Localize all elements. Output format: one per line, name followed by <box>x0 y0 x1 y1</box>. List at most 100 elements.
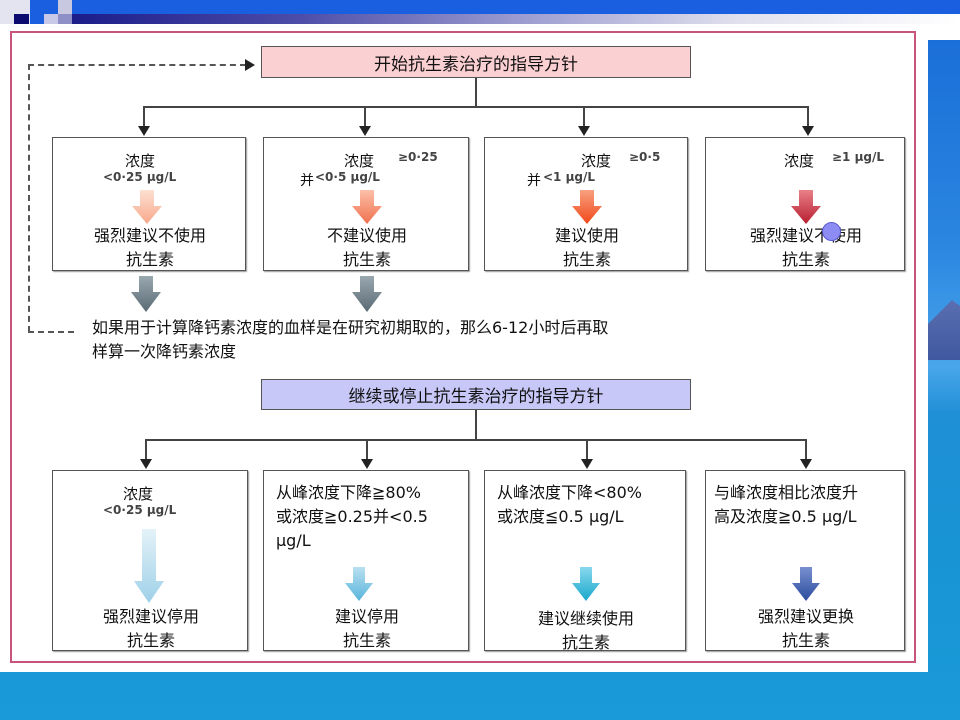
result-text: 建议停用 抗生素 <box>264 605 470 653</box>
condition-line-1: 从峰浓度下降<80% <box>497 483 642 502</box>
note-line-2: 样算一次降钙素浓度 <box>92 342 237 361</box>
start-box-1: 浓度 <0·25 μg/L 强烈建议不使用 抗生素 <box>52 137 246 271</box>
resample-note: 如果用于计算降钙素浓度的血样是在研究初期取的，那么6-12小时后再取 样算一次降… <box>92 316 608 364</box>
cursor-pointer-dot <box>822 222 841 241</box>
condition-label: 浓度 <box>581 152 612 170</box>
result-line-1: 建议使用 <box>554 226 619 245</box>
result-text: 强烈建议不使用 抗生素 <box>53 224 247 272</box>
grey-arrow-down-icon <box>352 276 382 312</box>
start-box-2: 浓度 ≥0·25 并 <0·5 μg/L 不建议使用 抗生素 <box>263 137 469 271</box>
continue-box-4: 与峰浓度相比浓度升 高及浓度≧0.5 μg/L 强烈建议更换 抗生素 <box>705 470 905 651</box>
result-line-1: 不建议使用 <box>326 226 407 245</box>
loop-dashed-bottom <box>28 331 74 333</box>
continue-box-3: 从峰浓度下降<80% 或浓度≦0.5 μg/L 建议继续使用 抗生素 <box>484 470 686 652</box>
condition-text: 从峰浓度下降<80% 或浓度≦0.5 μg/L <box>497 481 642 529</box>
result-line-1: 强烈建议更换 <box>757 607 854 626</box>
continue-header-text: 继续或停止抗生素治疗的指导方针 <box>348 387 604 407</box>
result-line-2: 抗生素 <box>781 631 830 650</box>
condition-label: 浓度 <box>123 485 154 503</box>
connector-line <box>805 439 807 459</box>
condition-label: 浓度 <box>344 152 375 170</box>
result-line-2: 抗生素 <box>342 631 391 650</box>
connector-line <box>364 106 366 126</box>
start-box-3: 浓度 ≥0·5 并 <1 μg/L 建议使用 抗生素 <box>484 137 688 271</box>
loop-dashed-left <box>28 64 30 332</box>
result-text: 建议继续使用 抗生素 <box>485 607 687 655</box>
arrow-down-icon <box>132 190 162 224</box>
arrow-down-icon <box>572 567 600 601</box>
connector-line <box>807 106 809 126</box>
condition-line-3: μg/L <box>276 531 311 550</box>
arrow-down-icon <box>791 190 821 224</box>
loop-dashed-top <box>28 64 246 66</box>
continue-box-1: 浓度 <0·25 μg/L 强烈建议停用 抗生素 <box>52 470 248 651</box>
arrow-down-icon <box>578 126 590 136</box>
condition-value: <0·25 μg/L <box>103 503 177 517</box>
condition-label: 浓度 <box>784 152 815 170</box>
arrow-down-icon <box>581 459 593 469</box>
connector-line <box>143 106 145 126</box>
result-text: 强烈建议停用 抗生素 <box>53 605 249 653</box>
condition-line-2: 高及浓度≧0.5 μg/L <box>714 507 857 526</box>
note-line-1: 如果用于计算降钙素浓度的血样是在研究初期取的，那么6-12小时后再取 <box>92 318 609 337</box>
result-line-2: 抗生素 <box>781 250 830 269</box>
connector-line <box>475 410 477 440</box>
connector-line <box>143 106 809 108</box>
result-line-1: 建议继续使用 <box>537 609 634 628</box>
continue-box-2: 从峰浓度下降≧80% 或浓度≧0.25并<0.5 μg/L 建议停用 抗生素 <box>263 470 469 651</box>
loop-arrowhead-icon <box>245 59 255 71</box>
decor-square <box>14 14 29 24</box>
result-line-2: 抗生素 <box>126 631 175 650</box>
connector-line <box>145 439 147 459</box>
condition-line-1: 从峰浓度下降≧80% <box>276 483 421 502</box>
result-line-1: 强烈建议不使用 <box>93 226 206 245</box>
start-guideline-header: 开始抗生素治疗的指导方针 <box>261 46 691 78</box>
condition-threshold: ≥0·5 <box>629 150 661 164</box>
arrow-down-icon <box>134 529 164 603</box>
condition-prefix: 并 <box>300 173 314 189</box>
arrow-down-icon <box>140 459 152 469</box>
arrow-down-icon <box>572 190 602 224</box>
result-text: 不建议使用 抗生素 <box>264 224 470 272</box>
arrow-down-icon <box>792 567 820 601</box>
connector-line <box>583 106 585 126</box>
condition-prefix: 并 <box>527 173 541 189</box>
condition-threshold: ≥1 μg/L <box>832 150 885 164</box>
condition-line-2: 或浓度≦0.5 μg/L <box>497 507 624 526</box>
decor-square <box>44 14 58 24</box>
condition-value: <0·5 μg/L <box>315 170 380 184</box>
top-decor-bar <box>0 0 960 14</box>
start-box-4: 浓度 ≥1 μg/L 强烈建议不使用 抗生素 <box>705 137 905 271</box>
result-text: 强烈建议更换 抗生素 <box>706 605 906 653</box>
arrow-down-icon <box>802 126 814 136</box>
arrow-down-icon <box>345 567 373 601</box>
arrow-down-icon <box>359 126 371 136</box>
result-line-2: 抗生素 <box>125 250 174 269</box>
connector-line <box>586 439 588 459</box>
result-line-1: 强烈建议停用 <box>102 607 199 626</box>
result-line-1: 强烈建议不使用 <box>749 226 862 245</box>
condition-line-1: 与峰浓度相比浓度升 <box>714 483 859 502</box>
continue-guideline-header: 继续或停止抗生素治疗的指导方针 <box>261 379 691 410</box>
result-line-2: 抗生素 <box>562 250 611 269</box>
condition-line-2: 或浓度≧0.25并<0.5 <box>276 507 428 526</box>
result-line-2: 抗生素 <box>342 250 391 269</box>
arrow-down-icon <box>352 190 382 224</box>
result-text: 强烈建议不使用 抗生素 <box>706 224 906 272</box>
condition-threshold: ≥0·25 <box>398 150 438 164</box>
decor-square <box>58 14 72 24</box>
result-line-1: 建议停用 <box>334 607 399 626</box>
connector-line <box>475 78 477 106</box>
condition-value: <1 μg/L <box>543 170 596 184</box>
top-decor-gradient <box>72 14 960 24</box>
arrow-down-icon <box>138 126 150 136</box>
result-text: 建议使用 抗生素 <box>485 224 689 272</box>
result-line-2: 抗生素 <box>561 633 610 652</box>
condition-text: 与峰浓度相比浓度升 高及浓度≧0.5 μg/L <box>714 481 858 529</box>
condition-value: <0·25 μg/L <box>103 170 177 184</box>
condition-label: 浓度 <box>125 152 156 170</box>
grey-arrow-down-icon <box>131 276 161 312</box>
arrow-down-icon <box>361 459 373 469</box>
connector-line <box>366 439 368 459</box>
condition-text: 从峰浓度下降≧80% 或浓度≧0.25并<0.5 μg/L <box>276 481 428 553</box>
